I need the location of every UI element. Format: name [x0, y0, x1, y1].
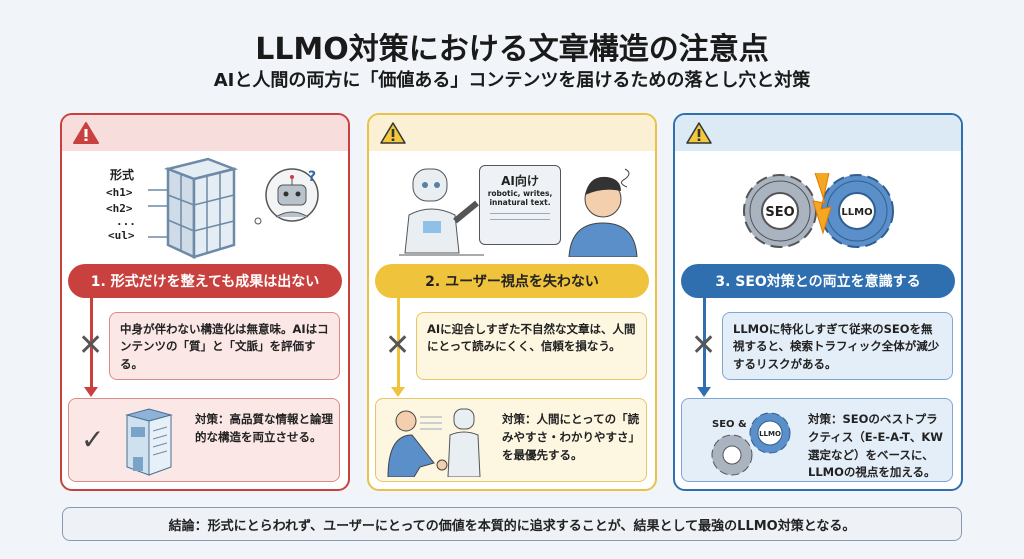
confused-robot-icon: ?	[254, 168, 319, 225]
x-mark-icon: ✕	[385, 328, 411, 363]
x-mark-icon: ✕	[78, 328, 104, 363]
format-label: 形式	[110, 168, 135, 182]
card-seo-balance: SEO LLMO 3. SEO対策との両立を意識する ✕ LLMOに特化しすぎて…	[673, 113, 963, 491]
flow-line	[90, 298, 93, 392]
gears-icon: SEO LLMO	[743, 172, 894, 248]
handshake-icon	[387, 408, 481, 477]
h2-label: <h2>	[106, 202, 133, 215]
flow-arrowhead	[84, 387, 98, 397]
speech-bubble: AI向け robotic, writes, innatural text.	[479, 165, 561, 245]
warning-icon	[73, 122, 99, 144]
solution-text: 対策：人間にとっての「読みやすさ・わかりやすさ」を最優先する。	[502, 412, 640, 462]
solution-box: 対策：人間にとっての「読みやすさ・わかりやすさ」を最優先する。	[375, 398, 647, 482]
seo-gear-icon	[743, 174, 817, 248]
svg-text:?: ?	[308, 169, 316, 185]
synced-gears-icon: SEO & LLMO	[711, 412, 791, 476]
flow-arrowhead	[391, 387, 405, 397]
solution-box: SEO & LLMO 対策：SEOのベストプラクティス（E-E-A-T、KW選定…	[681, 398, 953, 482]
problem-box: 中身が伴わない構造化は無意味。AIはコンテンツの「質」と「文脈」を評価する。	[109, 312, 340, 380]
warning-icon	[686, 122, 712, 144]
conclusion-box: 結論：形式にとらわれず、ユーザーにとっての価値を本質的に追求することが、結果とし…	[62, 507, 962, 541]
solution-box: ✓ 対策：高品質な情報と論理的な構造を両立させる。	[68, 398, 340, 482]
x-mark-icon: ✕	[691, 328, 717, 363]
pitfall-heading: 1. 形式だけを整えても成果は出ない	[68, 264, 342, 298]
conclusion-text: 結論：形式にとらわれず、ユーザーにとっての価値を本質的に追求することが、結果とし…	[168, 518, 856, 534]
solution-text: 対策：SEOのベストプラクティス（E-E-A-T、KW選定など）をベースに、LL…	[808, 412, 943, 480]
solution-text: 対策：高品質な情報と論理的な構造を両立させる。	[195, 412, 333, 444]
pitfall-heading: 2. ユーザー視点を失わない	[375, 264, 649, 298]
problem-box: LLMOに特化しすぎて従来のSEOを無視すると、検索トラフィック全体が減少するリ…	[722, 312, 953, 380]
svg-text:LLMO: LLMO	[759, 430, 781, 438]
ul-label: <ul>	[108, 229, 135, 242]
page-title: LLMO対策における文章構造の注意点	[255, 32, 769, 67]
building-frame-icon	[148, 157, 239, 259]
flow-line	[703, 298, 706, 392]
flow-arrowhead	[697, 387, 711, 397]
svg-text:SEO: SEO	[765, 205, 794, 220]
robot-writing-icon	[399, 168, 484, 256]
clashing-gears-illustration: SEO LLMO	[675, 155, 961, 260]
page-subtitle: AIと人間の両方に「価値ある」コンテンツを届けるための落とし穴と対策	[213, 70, 811, 91]
problem-box: AIに迎合しすぎた不自然な文章は、人間にとって読みにくく、信頼を損なう。	[416, 312, 647, 380]
flow-line	[397, 298, 400, 392]
check-icon: ✓	[81, 423, 105, 456]
h1-label: <h1>	[106, 186, 133, 199]
ellipsis-label: ...	[116, 215, 136, 228]
building-icon	[125, 408, 173, 476]
ai-oriented-label: AI向け	[501, 174, 539, 188]
warning-icon	[380, 122, 406, 144]
card-format-only: 形式 <h1> <h2> ... <ul> ? 1. 形式だけを整えても成果は出…	[60, 113, 350, 491]
confused-person-icon	[568, 168, 638, 257]
card-user-perspective: AI向け robotic, writes, innatural text. 2.…	[367, 113, 657, 491]
pitfall-heading: 3. SEO対策との両立を意識する	[681, 264, 955, 298]
llmo-gear-icon	[820, 174, 894, 248]
bubble-text-1: robotic, writes,	[487, 189, 553, 198]
svg-text:SEO &: SEO &	[712, 419, 747, 430]
bubble-text-2: innatural text.	[489, 198, 551, 207]
spark-icon	[812, 172, 832, 235]
svg-text:LLMO: LLMO	[841, 207, 872, 218]
robot-human-illustration: AI向け robotic, writes, innatural text.	[369, 155, 655, 260]
structure-illustration: 形式 <h1> <h2> ... <ul> ?	[62, 155, 348, 260]
